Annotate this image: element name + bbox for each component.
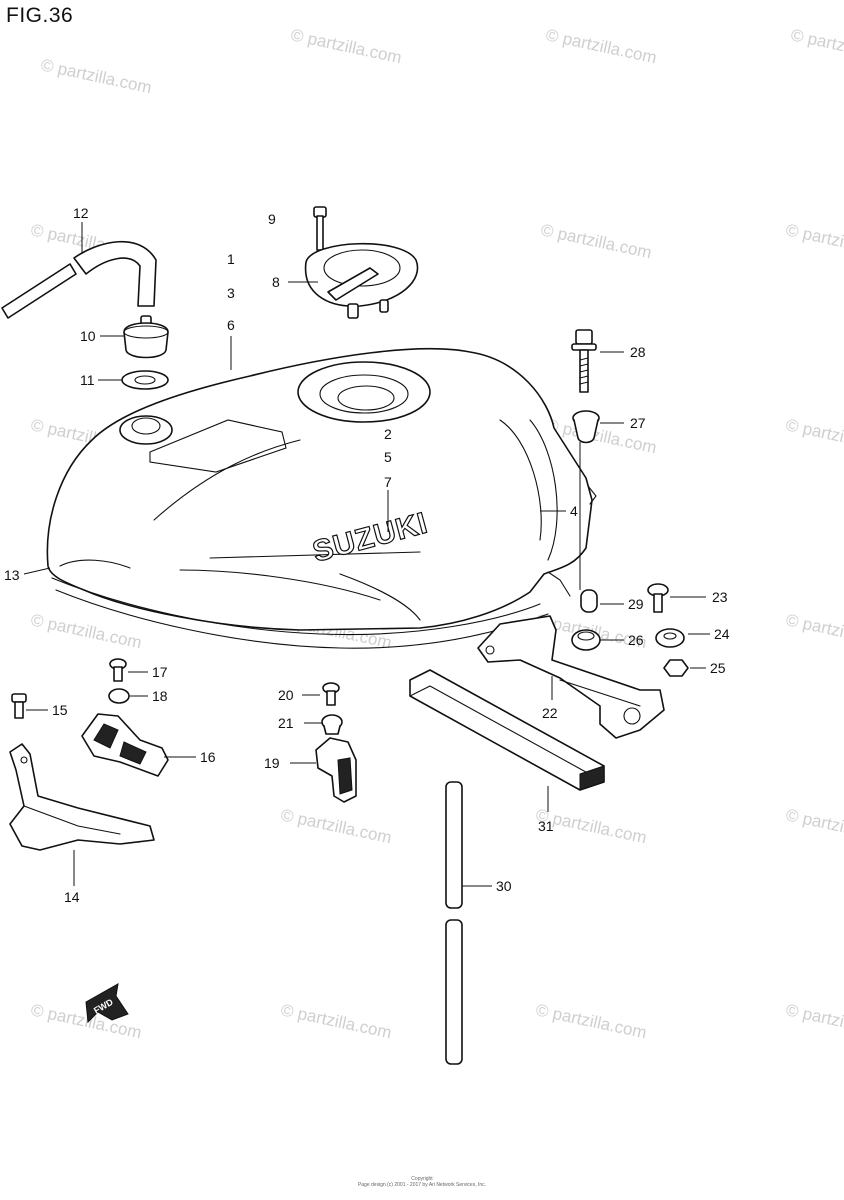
callout-16: 16 <box>200 749 216 765</box>
callout-27: 27 <box>630 415 646 431</box>
footer: Copyright Page design (c) 2001 - 2017 by… <box>358 1176 486 1188</box>
watermark: © partzilla.com <box>279 805 393 847</box>
callout-8: 8 <box>272 274 280 290</box>
callout-2: 2 <box>384 426 392 442</box>
callout-15: 15 <box>52 702 68 718</box>
callout-10: 10 <box>80 328 96 344</box>
forward-direction-arrow: FWD <box>85 983 129 1024</box>
watermark: © partzilla.com <box>279 1000 393 1042</box>
part-bolt-28 <box>571 329 597 393</box>
callout-4: 4 <box>570 503 578 519</box>
callout-25: 25 <box>710 660 726 676</box>
part-screw-23 <box>647 583 669 613</box>
part-breather-hose <box>1 240 157 319</box>
watermark: © partzilla.com <box>539 220 653 262</box>
callout-23: 23 <box>712 589 728 605</box>
watermark: © partzilla.com <box>289 25 403 67</box>
callout-14: 14 <box>64 889 80 905</box>
part-foam-pad-31 <box>409 669 605 791</box>
part-bolt-15 <box>11 693 27 719</box>
callout-24: 24 <box>714 626 730 642</box>
callout-28: 28 <box>630 344 646 360</box>
part-rear-bracket <box>477 615 665 739</box>
callout-29: 29 <box>628 596 644 612</box>
leader-lines <box>23 222 710 887</box>
part-mount-16 <box>81 713 169 777</box>
watermark: © partzilla.com <box>784 415 844 457</box>
callout-labels: 12 9 8 1 3 6 10 11 28 27 2 5 7 4 13 23 2… <box>4 205 730 905</box>
watermark: © partzilla.com <box>784 1000 844 1042</box>
callout-13: 13 <box>4 567 20 583</box>
callout-7: 7 <box>384 474 392 490</box>
callout-9: 9 <box>268 211 276 227</box>
part-fuel-tank <box>46 347 597 649</box>
watermark: © partzilla.com <box>784 805 844 847</box>
part-screw-20 <box>322 682 340 706</box>
watermark: © partzilla.com <box>534 1000 648 1042</box>
callout-21: 21 <box>278 715 294 731</box>
callout-31: 31 <box>538 818 554 834</box>
part-spacer-29 <box>580 589 598 613</box>
part-cushion-strip-30 <box>445 781 463 1065</box>
part-screw-17 <box>109 658 127 682</box>
part-nut-25 <box>663 659 689 677</box>
part-damper-19 <box>315 737 357 803</box>
callout-6: 6 <box>227 317 235 333</box>
part-fuel-cap <box>304 242 419 319</box>
callout-19: 19 <box>264 755 280 771</box>
callout-26: 26 <box>628 632 644 648</box>
watermark: © partzilla.com <box>789 25 844 67</box>
part-lower-bracket-14 <box>9 743 155 851</box>
callout-11: 11 <box>80 372 95 388</box>
watermark: © partzilla.com <box>544 25 658 67</box>
part-washer-11 <box>121 370 169 390</box>
part-breather-valve <box>123 315 169 359</box>
watermark: © partzilla.com <box>39 55 153 97</box>
callout-18: 18 <box>152 688 168 704</box>
callout-3: 3 <box>227 285 235 301</box>
footer-copyright: Copyright <box>411 1176 433 1182</box>
part-washer-18 <box>108 688 130 704</box>
part-cushion-26 <box>571 629 601 651</box>
part-cushion-27 <box>572 410 600 444</box>
watermark: © partzilla.com <box>29 610 143 652</box>
part-cushion-24 <box>655 628 685 648</box>
callout-22: 22 <box>542 705 558 721</box>
callout-12: 12 <box>73 205 89 221</box>
part-cap-21 <box>321 714 343 735</box>
part-cap-screw-9 <box>313 206 327 251</box>
watermark: © partzilla.com <box>784 220 844 262</box>
callout-1: 1 <box>227 251 235 267</box>
footer-page-design: Page design (c) 2001 - 2017 by Ari Netwo… <box>358 1182 486 1188</box>
figure-title: FIG.36 <box>6 4 74 27</box>
callout-17: 17 <box>152 664 168 680</box>
watermark: © partzilla.com <box>784 610 844 652</box>
callout-5: 5 <box>384 449 392 465</box>
callout-20: 20 <box>278 687 294 703</box>
callout-30: 30 <box>496 878 512 894</box>
